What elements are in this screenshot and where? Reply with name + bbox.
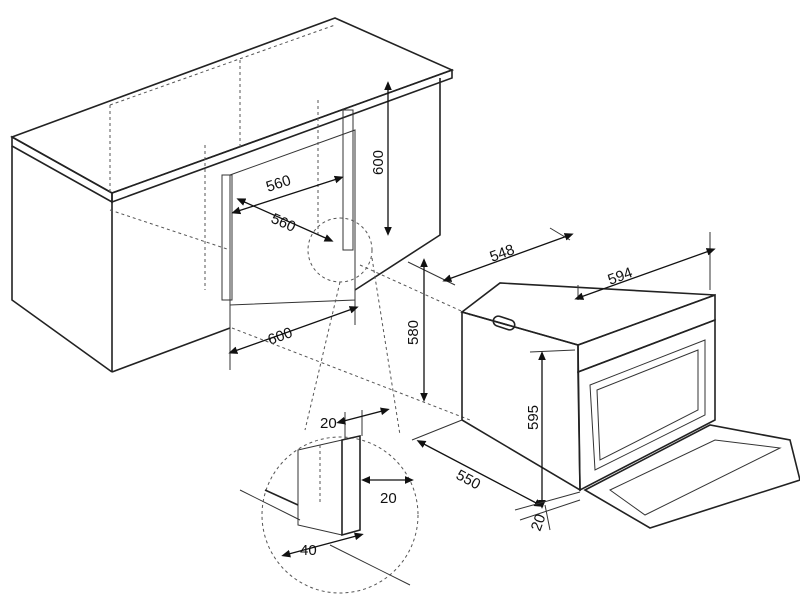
detail-view: 20 20 40	[239, 407, 419, 594]
dim-door-gap: 20	[528, 512, 550, 533]
cabinet	[10, 17, 455, 373]
dim-niche-depth-top: 560	[264, 172, 293, 196]
dim-oven-width: 594	[606, 264, 635, 289]
dim-oven-depth-top: 548	[488, 241, 517, 266]
dim-detail-side-top: 20	[320, 415, 337, 432]
dim-niche-width: 600	[266, 324, 295, 349]
dim-niche-height: 600	[370, 150, 387, 175]
dim-detail-bottom: 40	[300, 542, 317, 559]
cabinet-dimensions: 560 560 600 600	[228, 81, 392, 370]
dim-niche-depth-inner: 560	[268, 210, 298, 236]
dim-oven-depth-bottom: 550	[453, 467, 483, 494]
projection-lines	[231, 257, 471, 436]
oven-dimensions: 548 594 580 595 550 20	[405, 227, 716, 533]
dim-oven-height-side: 580	[405, 320, 422, 345]
dim-oven-front-height: 595	[525, 405, 542, 430]
dim-detail-side-right: 20	[380, 490, 397, 507]
